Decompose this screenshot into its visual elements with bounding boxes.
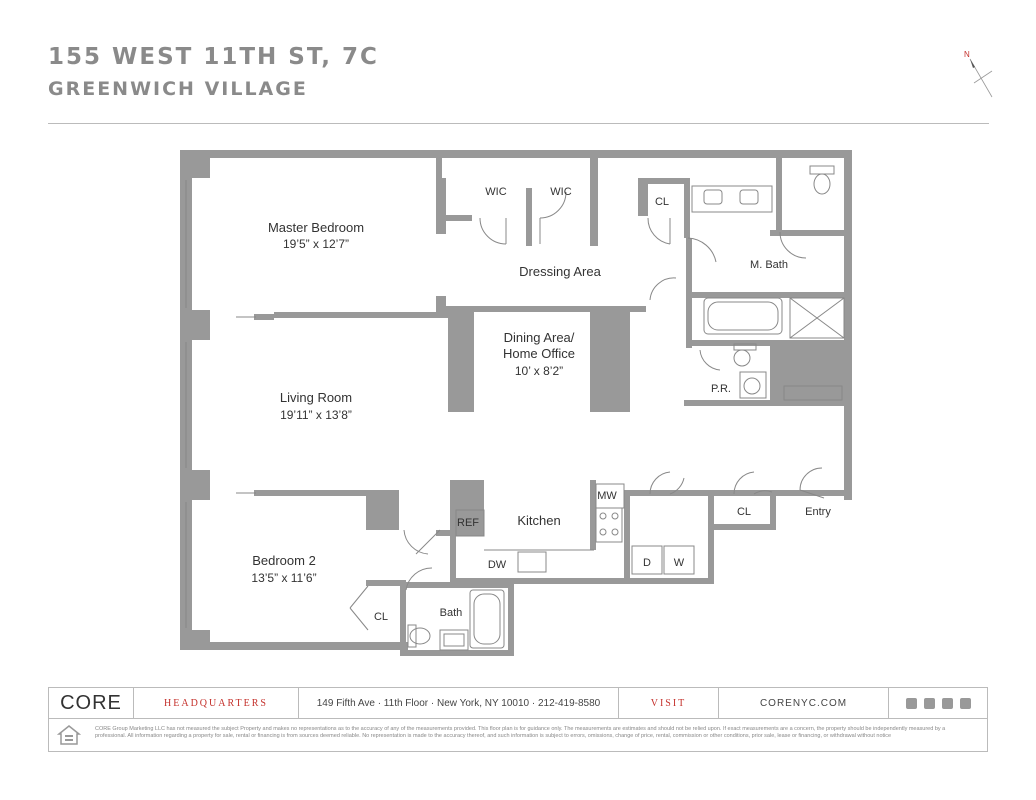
compass-north-label: N (964, 50, 970, 59)
room-name-wic-1: WIC (485, 186, 506, 198)
room-name-bedroom-2: Bedroom 2 (252, 553, 316, 568)
room-size-bedroom-2: 13’5” x 11’6” (251, 571, 316, 585)
office-address: 149 Fifth Ave · 11th Floor · New York, N… (316, 697, 601, 709)
appliance-label-mw: MW (597, 490, 617, 502)
room-size-living-room: 19’11” x 13’8” (280, 408, 352, 422)
room-name-m-bath: M. Bath (750, 259, 788, 271)
social-links (889, 688, 987, 718)
compass-icon: N (964, 50, 993, 98)
room-name-dressing-area: Dressing Area (519, 264, 601, 279)
legal-disclaimer: CORE Group Marketing LLC has not measure… (95, 726, 946, 739)
room-name-entry: Entry (805, 506, 831, 518)
appliance-label-ref: REF (457, 517, 479, 529)
room-size-dining: 10’ x 8’2” (515, 364, 563, 378)
youtube-icon[interactable] (959, 697, 971, 709)
room-name-bath: Bath (440, 607, 463, 619)
facebook-icon[interactable] (905, 697, 917, 709)
visit-label: VISIT (650, 697, 687, 709)
website-cell[interactable]: CORENYC.COM (719, 688, 889, 718)
room-name-living-room: Living Room (280, 390, 352, 405)
equal-housing-icon (57, 725, 81, 745)
floor-plan-walls (180, 150, 852, 656)
room-name-cl-2: CL (737, 506, 751, 518)
room-name-wic-2: WIC (550, 186, 571, 198)
visit-cell: VISIT (619, 688, 719, 718)
room-name-kitchen: Kitchen (517, 513, 560, 528)
headquarters-cell: HEADQUARTERS (134, 688, 299, 718)
room-name-dining-line2: Home Office (503, 346, 575, 361)
footer: CORE HEADQUARTERS 149 Fifth Ave · 11th F… (48, 687, 988, 752)
floor-plan-fixtures (185, 165, 845, 651)
room-size-master-bedroom: 19’5” x 12’7” (283, 237, 349, 251)
room-name-master-bedroom: Master Bedroom (268, 220, 364, 235)
floor-plan: Master Bedroom 19’5” x 12’7” WIC WIC CL … (180, 150, 852, 656)
room-name-dining-line1: Dining Area/ (504, 330, 575, 345)
header-divider (48, 123, 989, 124)
room-labels: Master Bedroom 19’5” x 12’7” WIC WIC CL … (251, 186, 831, 623)
headquarters-label: HEADQUARTERS (164, 697, 268, 709)
twitter-icon[interactable] (923, 697, 935, 709)
instagram-icon[interactable] (941, 697, 953, 709)
room-name-cl-3: CL (374, 611, 388, 623)
listing-address-title: 155 WEST 11TH ST, 7C (48, 44, 379, 70)
website-link[interactable]: CORENYC.COM (759, 697, 848, 709)
room-name-cl-1: CL (655, 196, 669, 208)
core-logo-text: CORE (60, 691, 122, 714)
footer-contact-row: CORE HEADQUARTERS 149 Fifth Ave · 11th F… (49, 688, 987, 719)
appliance-label-dryer: D (643, 557, 651, 569)
address-cell: 149 Fifth Ave · 11th Floor · New York, N… (299, 688, 619, 718)
core-logo: CORE (49, 688, 134, 718)
room-name-powder-room: P.R. (711, 383, 731, 395)
appliance-label-washer: W (674, 557, 685, 569)
appliance-label-dw: DW (488, 559, 507, 571)
neighborhood-subtitle: GREENWICH VILLAGE (48, 78, 308, 100)
